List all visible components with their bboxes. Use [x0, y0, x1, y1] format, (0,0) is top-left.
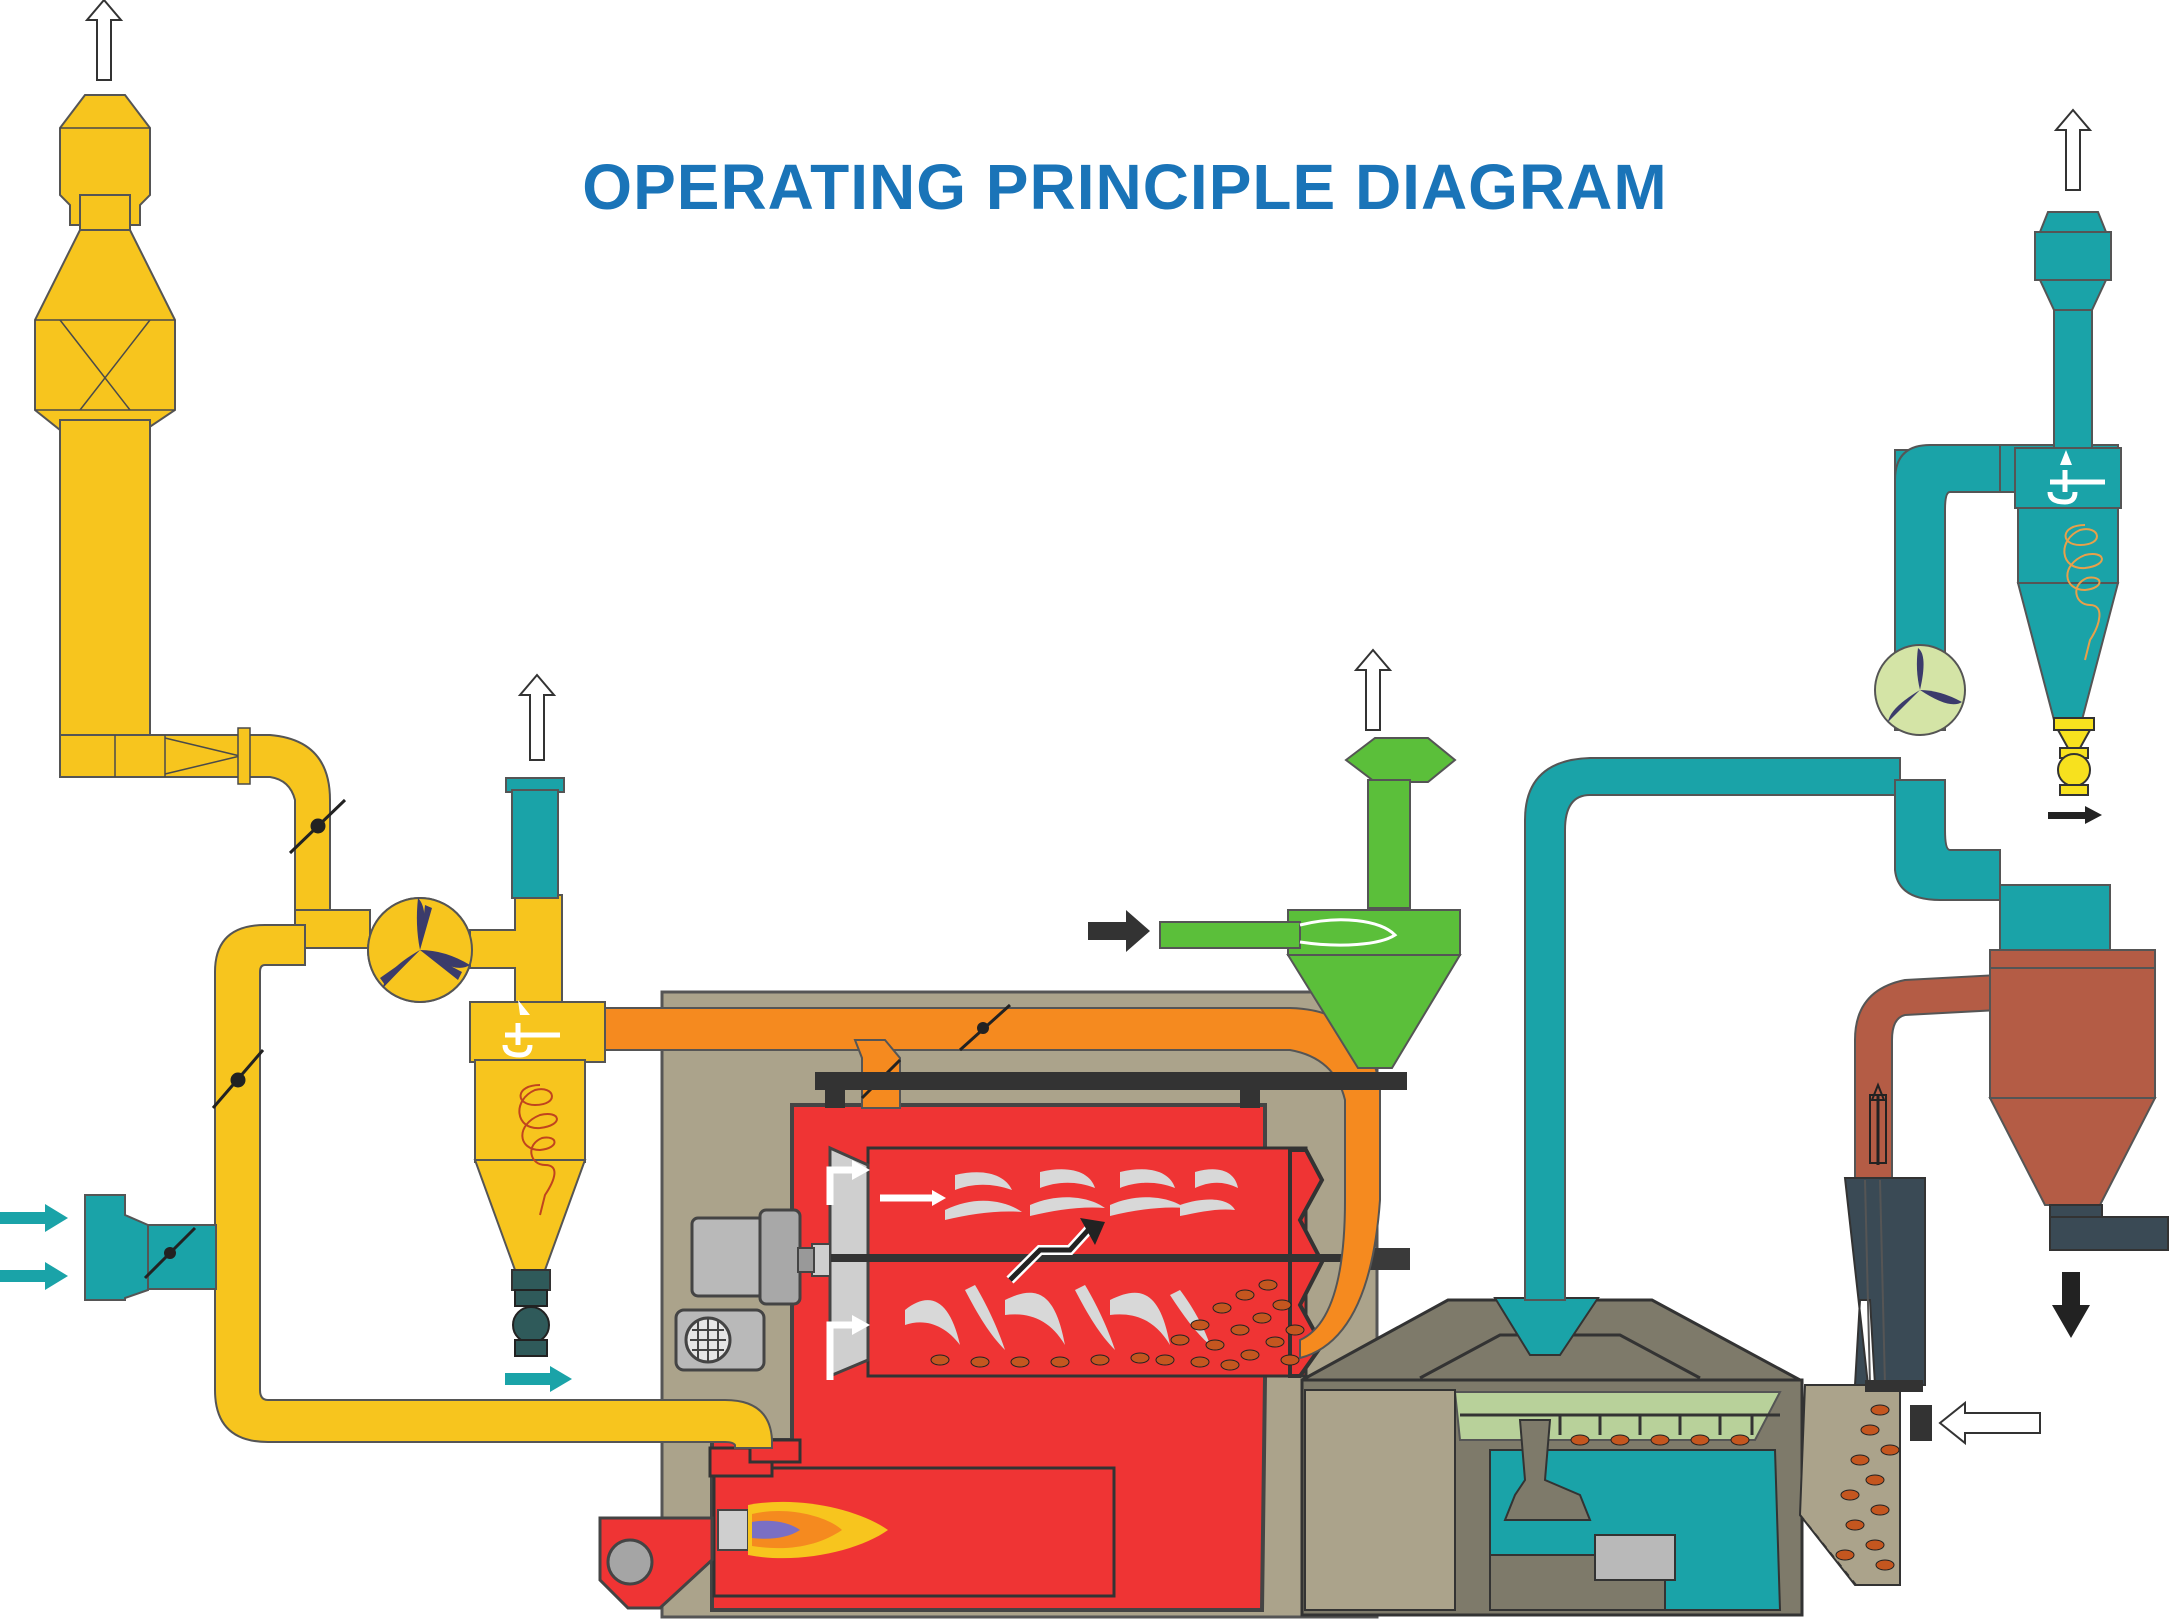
burner-blower	[598, 1516, 714, 1610]
flow-arrow-icon	[2052, 1272, 2090, 1338]
flow-arrow-icon	[84, 0, 2093, 761]
rotary-valve-icon	[512, 1289, 550, 1357]
cyclone-exhaust-stack	[505, 777, 565, 899]
flow-arrow-icon	[1938, 1400, 2041, 1446]
air-inlet	[84, 1194, 217, 1301]
cooling-tray	[1300, 1297, 1932, 1617]
flow-arrow-icon	[505, 1366, 572, 1392]
hot-cyclone	[469, 1000, 606, 1357]
rotary-valve-icon	[2053, 717, 2095, 796]
flow-arrow-icon	[826, 1166, 935, 1380]
chaff-cyclone	[2014, 211, 2122, 796]
flow-arrow-icon	[1006, 1218, 1105, 1284]
cyclone-swirl-icon	[2063, 524, 2103, 661]
fan-icon	[1874, 644, 1966, 736]
cooler-cyclone	[1854, 949, 2169, 1251]
flow-arrow-icon	[2048, 806, 2102, 824]
page-title: OPERATING PRINCIPLE DIAGRAM	[582, 151, 1668, 223]
flame-icon	[717, 1501, 888, 1559]
drum-motor	[674, 1208, 831, 1372]
cyclone-swirl-icon	[518, 1084, 558, 1216]
fan-icon	[367, 897, 473, 1003]
flow-arrow-icon	[0, 1204, 68, 1290]
flow-arrow-icon	[1088, 910, 1150, 952]
damper-icon	[211, 798, 347, 1109]
roasting-drum	[826, 1145, 1410, 1380]
damper-icon	[958, 1003, 1012, 1052]
feed-cyclone	[1159, 737, 1462, 1069]
cooler-riser	[1843, 1177, 1926, 1392]
